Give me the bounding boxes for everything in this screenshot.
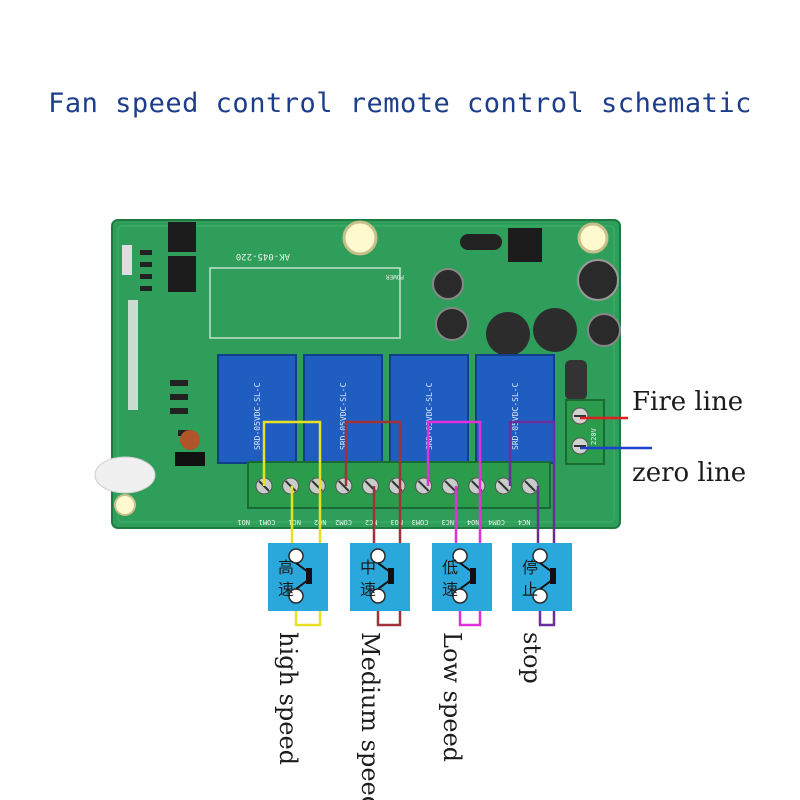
board-model-text: AK-045-220 (236, 251, 290, 261)
mounting-hole (114, 494, 136, 516)
antenna-coil (94, 456, 156, 494)
terminal-screw (282, 477, 300, 495)
relay-label: SRD-05VDC-SL-C (511, 382, 520, 450)
terminal-label: COM3 (412, 518, 429, 526)
terminal-screw (388, 477, 406, 495)
terminal-label: NC4 (518, 518, 531, 526)
terminal-label: NO4 (467, 518, 480, 526)
terminal-screw (521, 477, 539, 495)
push-button: 低速 (432, 543, 492, 611)
button-caption: high speed (274, 632, 302, 765)
push-button: 高速 (268, 543, 328, 611)
relay: SRD-05VDC-SL-C (303, 354, 383, 464)
push-button: 停止 (512, 543, 572, 611)
button-caption: Medium speed (356, 632, 384, 800)
terminal-label: COM1 (259, 518, 276, 526)
terminal-label: NO1 (237, 518, 250, 526)
terminal-screw (335, 477, 353, 495)
capacitor (432, 268, 464, 300)
power-text: POWER (386, 273, 404, 280)
ac-voltage-text: 220V (590, 427, 598, 445)
relay: SRD-05VDC-SL-C (475, 354, 555, 464)
capacitor (577, 259, 619, 301)
terminal-label: NO3 (390, 518, 403, 526)
varistor (565, 360, 587, 400)
button-char: 速 (360, 580, 376, 599)
push-button: 中速 (350, 543, 410, 611)
relay: SRD-05VDC-SL-C (217, 354, 297, 464)
button-char: 中 (360, 558, 376, 577)
button-char: 停 (522, 558, 538, 577)
terminal-label: NC3 (441, 518, 454, 526)
power-terminal: 220V (565, 399, 605, 465)
terminal-label: NC2 (365, 518, 378, 526)
terminal-label: COM4 (488, 518, 505, 526)
fire-line-label: Fire line (632, 387, 743, 417)
button-char: 高 (278, 558, 294, 577)
terminal-screw (441, 477, 459, 495)
button-caption: stop (518, 632, 546, 684)
page-title: Fan speed control remote control schemat… (48, 88, 752, 119)
capacitor (435, 307, 469, 341)
button-char: 低 (442, 558, 458, 577)
button-char: 止 (522, 580, 538, 599)
terminal-screw (308, 477, 326, 495)
terminal-screw (468, 477, 486, 495)
mounting-hole (342, 220, 378, 256)
terminal-screw (494, 477, 512, 495)
relay-label: SRD-05VDC-SL-C (339, 382, 348, 450)
button-caption: Low speed (438, 632, 466, 762)
ic-chip (168, 222, 196, 252)
button-char: 速 (442, 580, 458, 599)
capacitor (587, 313, 621, 347)
terminal-screw (361, 477, 379, 495)
inductor (486, 312, 530, 356)
terminal-label: NC1 (288, 518, 301, 526)
zero-line-label: zero line (632, 458, 746, 488)
relay-label: SRD-05VDC-SL-C (253, 382, 262, 450)
terminal-label: COM2 (335, 518, 352, 526)
relay-bank: SRD-05VDC-SL-C SRD-05VDC-SL-C SRD-05VDC-… (217, 354, 555, 464)
inductor (533, 308, 577, 352)
relay-label: SRD-05VDC-SL-C (425, 382, 434, 450)
ic-chip (168, 256, 196, 292)
mounting-hole (577, 222, 609, 254)
crystal (460, 234, 502, 250)
button-char: 速 (278, 580, 294, 599)
regulator-chip (508, 228, 542, 262)
